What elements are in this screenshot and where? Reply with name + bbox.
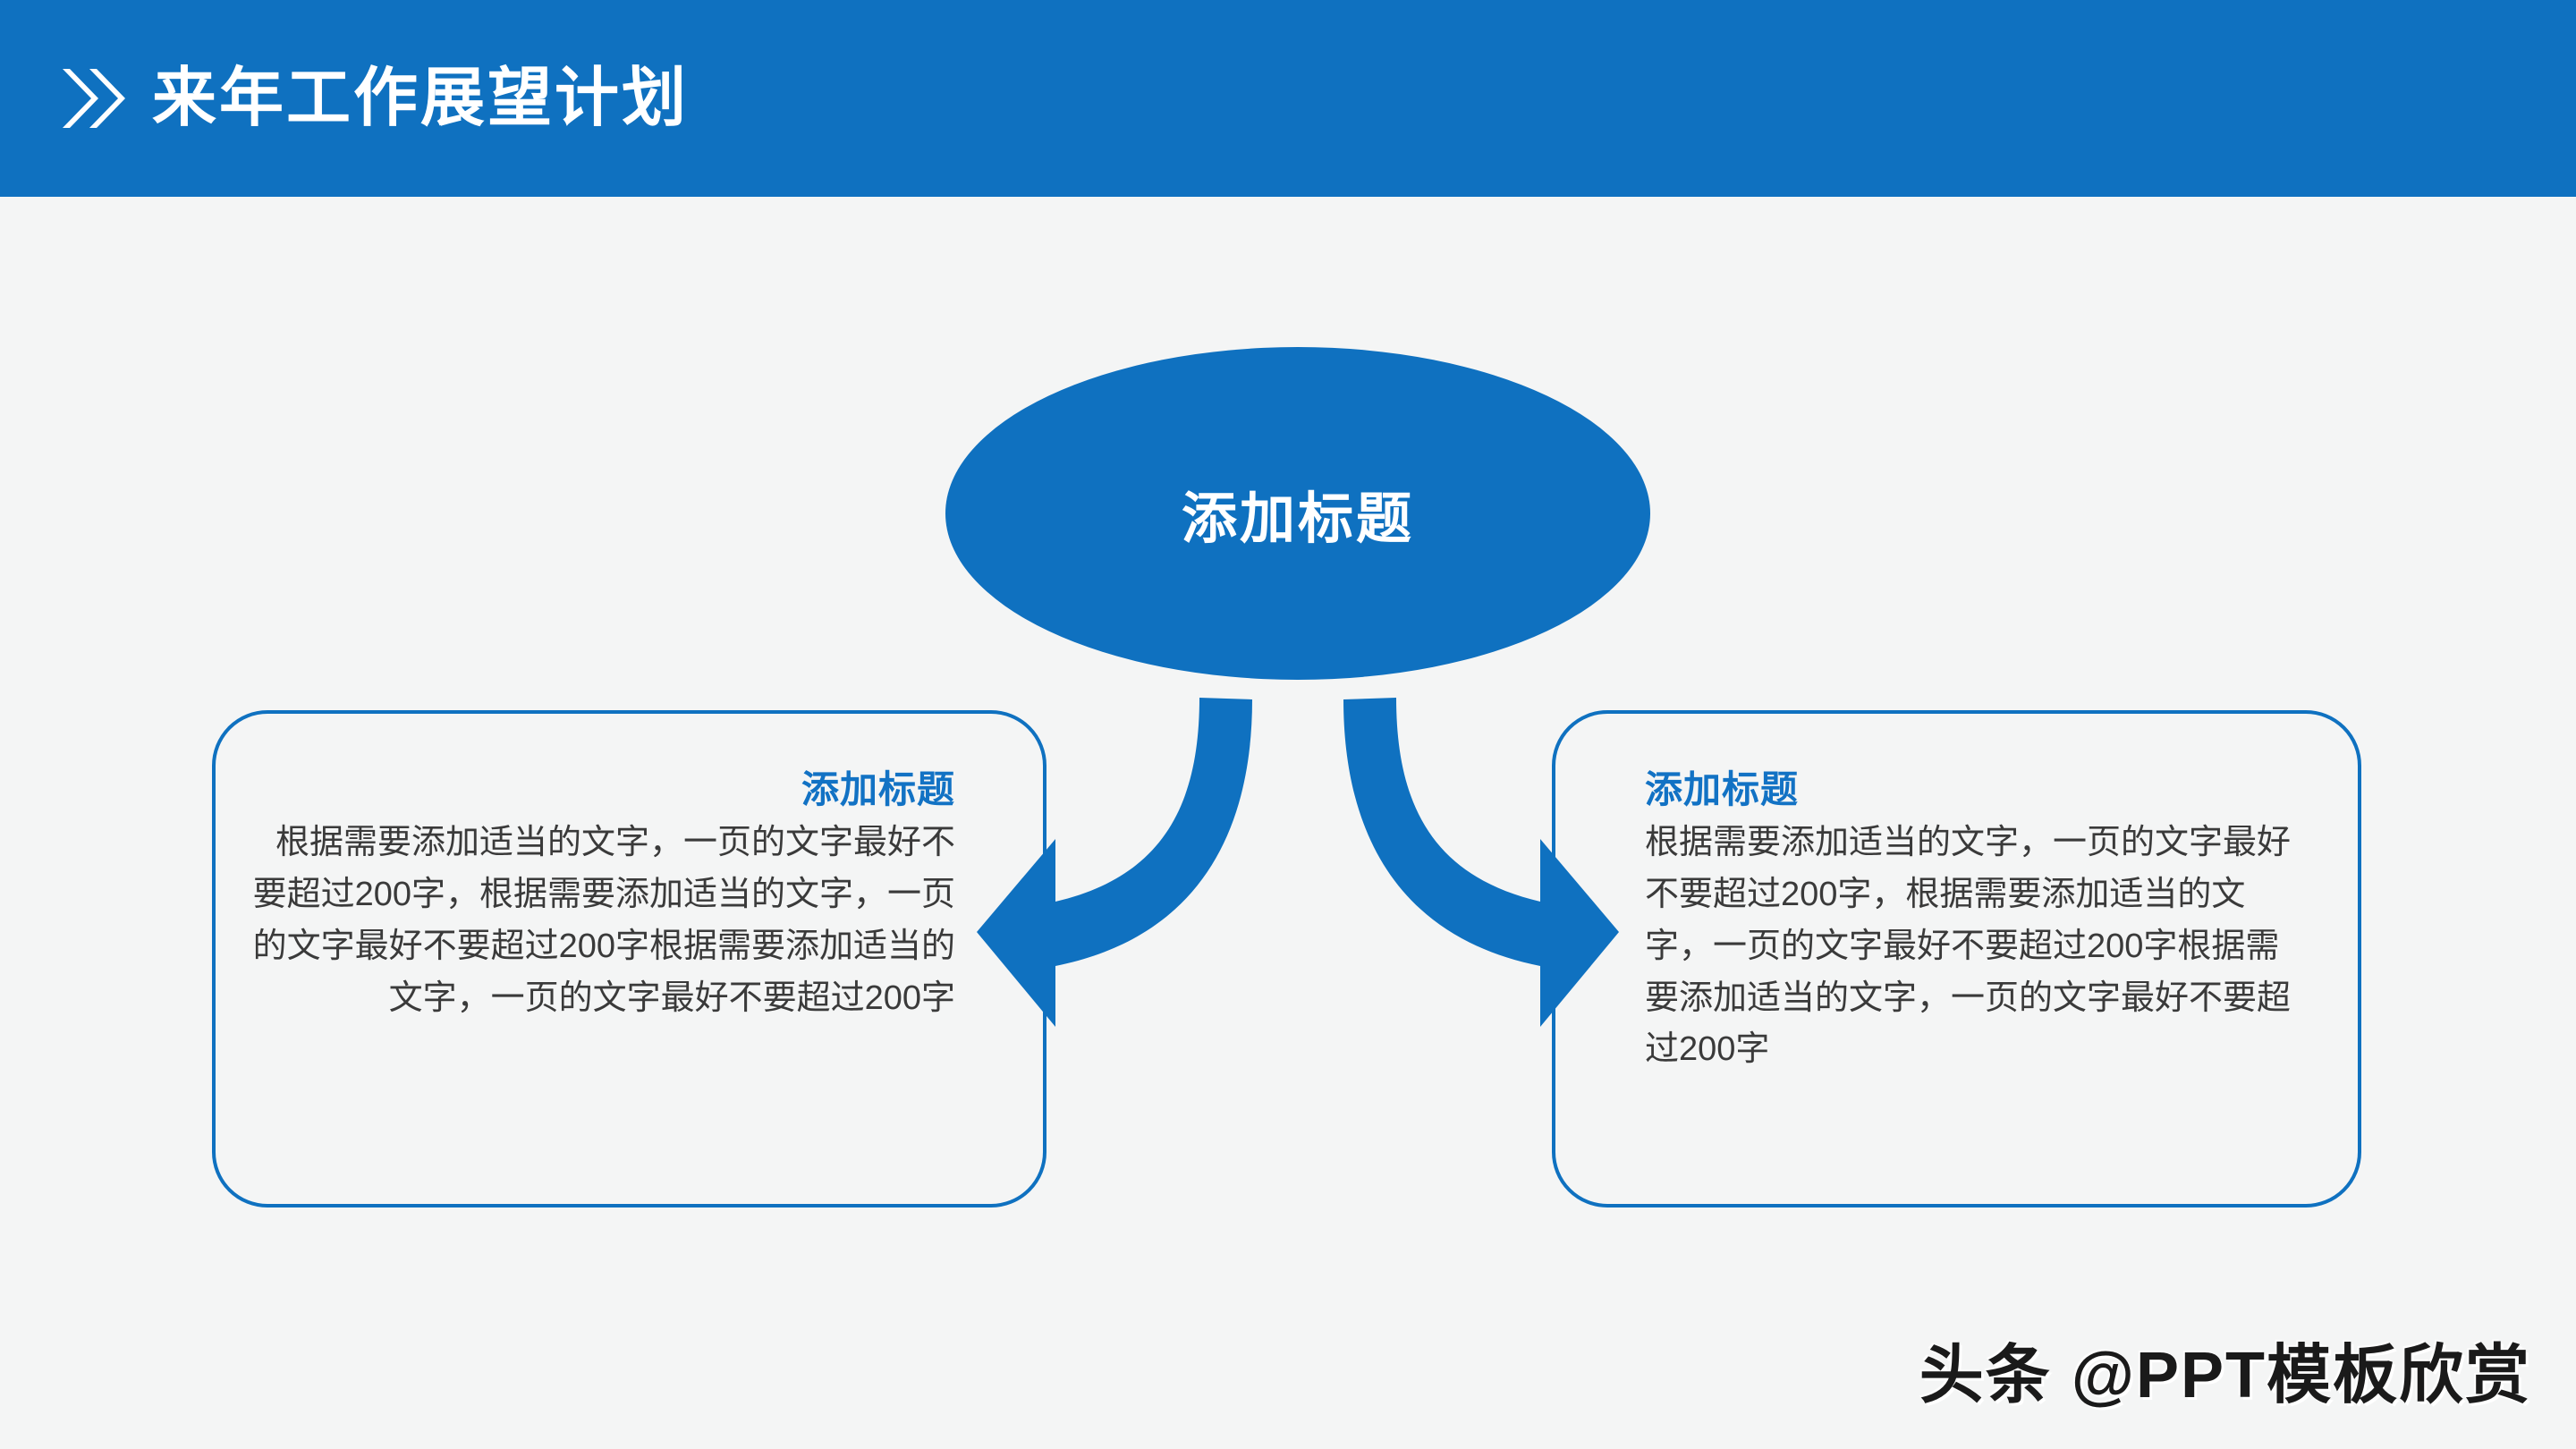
card-left-content: 添加标题 根据需要添加适当的文字，一页的文字最好不要超过200字，根据需要添加适…: [251, 767, 955, 1024]
center-node-ellipse: [945, 347, 1650, 680]
card-right-title: 添加标题: [1645, 768, 1800, 810]
header-bar: 来年工作展望计划: [0, 0, 2576, 197]
info-card-right[interactable]: 添加标题 根据需要添加适当的文字，一页的文字最好不要超过200字，根据需要添加适…: [1552, 710, 2361, 1208]
info-card-left[interactable]: 添加标题 根据需要添加适当的文字，一页的文字最好不要超过200字，根据需要添加适…: [212, 710, 1046, 1208]
card-left-title: 添加标题: [801, 768, 955, 810]
card-right-body: 根据需要添加适当的文字，一页的文字最好不要超过200字，根据需要添加适当的文字，…: [1645, 824, 2292, 1069]
watermark-text: 头条 @PPT模板欣赏: [1919, 1340, 2531, 1411]
card-left-body: 根据需要添加适当的文字，一页的文字最好不要超过200字，根据需要添加适当的文字，…: [252, 824, 955, 1017]
curved-arrow-right: [1343, 698, 1619, 1027]
card-right-content: 添加标题 根据需要添加适当的文字，一页的文字最好不要超过200字，根据需要添加适…: [1645, 767, 2304, 1076]
page-title: 来年工作展望计划: [152, 63, 690, 134]
double-chevron-right-icon: [63, 69, 125, 128]
